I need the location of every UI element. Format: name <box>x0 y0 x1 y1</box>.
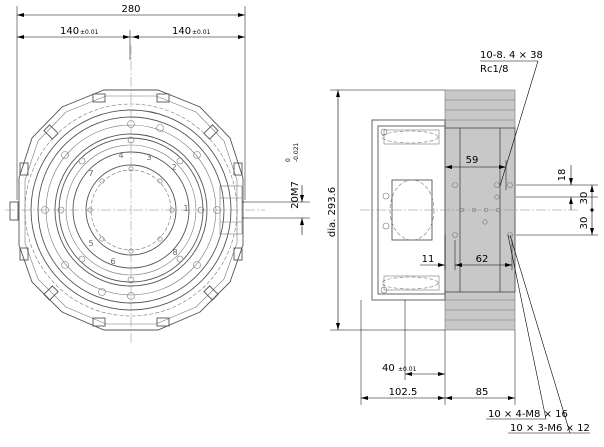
dim-40-label: 40 <box>382 363 395 374</box>
dim-30-upper-label: 30 <box>579 192 590 205</box>
ring-number-2: 2 <box>171 163 176 172</box>
dimension-diameter: dia. 293.6 <box>327 89 445 331</box>
ring-number-5: 5 <box>88 239 93 248</box>
bore-label: 20M7 <box>290 181 301 209</box>
dimension-140-pair: 140 ±0.01 140 ±0.01 <box>17 26 245 39</box>
dim-140-left-tol: ±0.01 <box>80 29 99 36</box>
dim-140-right-tol: ±0.01 <box>192 29 211 36</box>
dim-62-label: 62 <box>476 254 489 265</box>
dim-30-lower-label: 30 <box>579 217 590 230</box>
table-body <box>9 89 244 331</box>
bore-detail: 20M7 0 -0.021 <box>219 142 310 235</box>
ring-number-7: 7 <box>88 169 93 178</box>
port-note: 10-8. 4 × 38 Rc1/8 <box>480 50 543 187</box>
dimension-11-62: 11 62 <box>420 235 513 270</box>
dim-140-left-label: 140 <box>60 26 79 37</box>
dim-85-label: 85 <box>476 387 489 398</box>
dim-18-label: 18 <box>557 169 568 182</box>
ring-number-4: 4 <box>118 151 123 160</box>
dim-280-label: 280 <box>121 4 140 15</box>
port-note-line1: 10-8. 4 × 38 <box>480 50 543 61</box>
ring-number-1: 1 <box>183 204 188 213</box>
ring-number-8: 8 <box>172 248 177 257</box>
thread-note-1: 10 × 4-M8 × 16 <box>488 409 568 420</box>
ring-number-labels: 1 2 3 4 5 6 7 8 <box>88 151 188 266</box>
port-note-line2: Rc1/8 <box>480 64 509 75</box>
dimension-280: 280 <box>16 4 246 200</box>
dim-102-5-label: 102.5 <box>389 387 418 398</box>
bore-tol-lower: -0.021 <box>293 142 300 162</box>
dim-11-label: 11 <box>422 254 435 265</box>
ring-number-6: 6 <box>110 257 115 266</box>
diameter-label: dia. 293.6 <box>327 187 338 237</box>
dim-59-label: 59 <box>466 155 479 166</box>
bore-tol-upper: 0 <box>285 158 292 162</box>
bolt-holes <box>41 120 221 300</box>
dim-140-right-label: 140 <box>172 26 191 37</box>
thread-notes: 10 × 4-M8 × 16 10 × 3-M6 × 12 <box>486 234 590 434</box>
right-dimensions: 18 30 30 <box>516 165 598 236</box>
bottom-dimensions: 40 ±0.01 102.5 85 <box>360 300 516 405</box>
dim-40-tol: ±0.01 <box>398 366 417 373</box>
side-view: dia. 293.6 <box>327 50 598 434</box>
front-view: 280 140 ±0.01 140 ±0.01 <box>5 4 310 345</box>
thread-note-2: 10 × 3-M6 × 12 <box>510 423 590 434</box>
dimension-59: 59 <box>445 155 507 190</box>
ring-number-3: 3 <box>146 153 151 162</box>
